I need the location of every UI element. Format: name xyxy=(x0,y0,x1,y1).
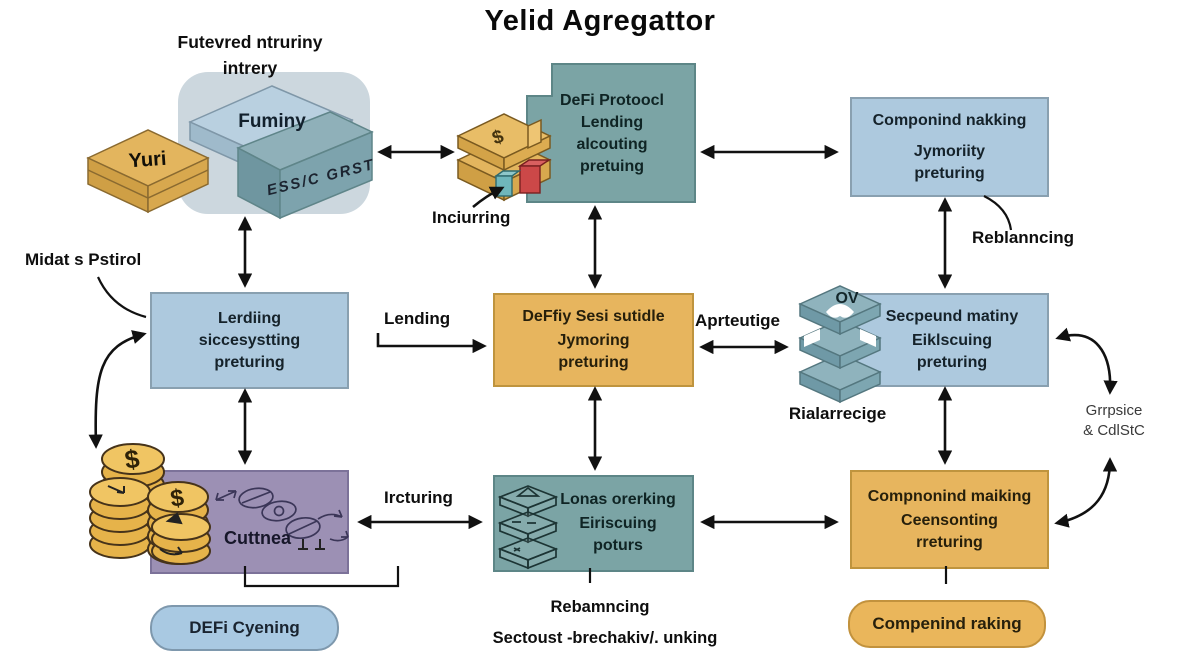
componind-title: Componind nakking xyxy=(872,111,1027,129)
cluster-heading-line1: Futevred ntruriny xyxy=(177,32,323,52)
lerding-box: Lerdiing siccesystting preturing xyxy=(150,292,349,389)
componind-line2: preturing xyxy=(914,164,985,182)
reblanncing-label: Reblanncing xyxy=(972,228,1075,247)
defily-line2: preturing xyxy=(558,354,629,371)
cuttnea-label: Cuttnea xyxy=(224,528,291,548)
defily-title: DeFfiy Sesi sutidle xyxy=(522,308,665,325)
lerding-line1: Lerdiing xyxy=(217,309,282,327)
compenind-pill: Compenind raking xyxy=(848,600,1046,648)
defi-protocol-line2: alcouting xyxy=(576,136,648,153)
diagram-title: Yelid Agregattor xyxy=(484,5,716,37)
compnonind-line2: rreturing xyxy=(916,533,983,551)
defi-protocol-line3: pretuing xyxy=(580,158,644,175)
compenind-pill-label: Compenind raking xyxy=(872,614,1022,633)
lonas-line2: poturs xyxy=(593,537,643,554)
money-box-dollar: $ xyxy=(490,126,508,149)
componind-line1: Jymoriity xyxy=(913,142,986,160)
defi-protocol-title: DeFi Protoocl xyxy=(559,92,664,109)
cluster-heading-line2: intrery xyxy=(222,58,278,78)
yuri-block-label: Yuri xyxy=(128,148,167,173)
fuminy-block-label: Fuminy xyxy=(238,111,306,132)
componind-nakking-box: Componind nakking Jymoriity preturing xyxy=(850,97,1049,197)
lonas-title: Lonas orerking xyxy=(560,491,676,508)
lending-arrow-label: Lending xyxy=(384,309,451,328)
aprteutige-label: Aprteutige xyxy=(695,311,780,330)
sectoust-label: Sectoust -brechakiv/. unking xyxy=(492,629,718,647)
compnonind-line1: Ceensonting xyxy=(901,511,998,529)
rialarrecige-label: Rialarrecige xyxy=(788,404,887,423)
secpeund-title: Secpeund matiny xyxy=(885,308,1019,325)
money-box-icon: $ xyxy=(456,113,552,202)
grpsice-line2: & CdlStC xyxy=(1083,422,1145,439)
lerding-line3: preturing xyxy=(214,353,285,371)
stacked-blocks-illustration: ESS/C GRST Yuri Fuminy xyxy=(86,72,377,220)
midat-label: Midat s Pstirol xyxy=(25,250,142,269)
secpeund-line2: preturing xyxy=(916,354,988,371)
essic-block-label: ESS/C GRST xyxy=(265,156,377,199)
defily-line1: Jymoring xyxy=(557,332,630,349)
lonas-line1: Eiriscuing xyxy=(579,515,657,532)
lonas-box-text: Lonas orerking Eiriscuing poturs xyxy=(548,483,688,563)
cuttnea-box xyxy=(150,470,349,574)
defi-cyening-pill-label: DEFi Cyening xyxy=(189,618,300,637)
defily-box: DeFfiy Sesi sutidle Jymoring preturing xyxy=(493,293,694,387)
defi-protocol-line1: Lending xyxy=(580,114,644,131)
defi-protocol-box-text: DeFi Protoocl Lending alcouting pretuing xyxy=(542,72,682,196)
coin-dollar-1: $ xyxy=(123,443,142,475)
inciurring-label: Inciurring xyxy=(432,208,511,227)
lerding-line2: siccesystting xyxy=(198,331,301,349)
compnonind-title: Compnonind maiking xyxy=(867,487,1032,505)
compnonind-box: Compnonind maiking Ceensonting rreturing xyxy=(850,470,1049,569)
secpeund-box: Secpeund matiny Eiklscuing preturing xyxy=(855,293,1049,387)
rebamncing-label: Rebamncing xyxy=(550,598,650,616)
defi-cyening-pill: DEFi Cyening xyxy=(150,605,339,651)
grpsice-label: Grrpsice & CdlStC xyxy=(1066,401,1162,441)
ircturing-label: Ircturing xyxy=(384,488,453,507)
grpsice-line1: Grrpsice xyxy=(1085,402,1143,419)
secpeund-line1: Eiklscuing xyxy=(911,332,993,349)
